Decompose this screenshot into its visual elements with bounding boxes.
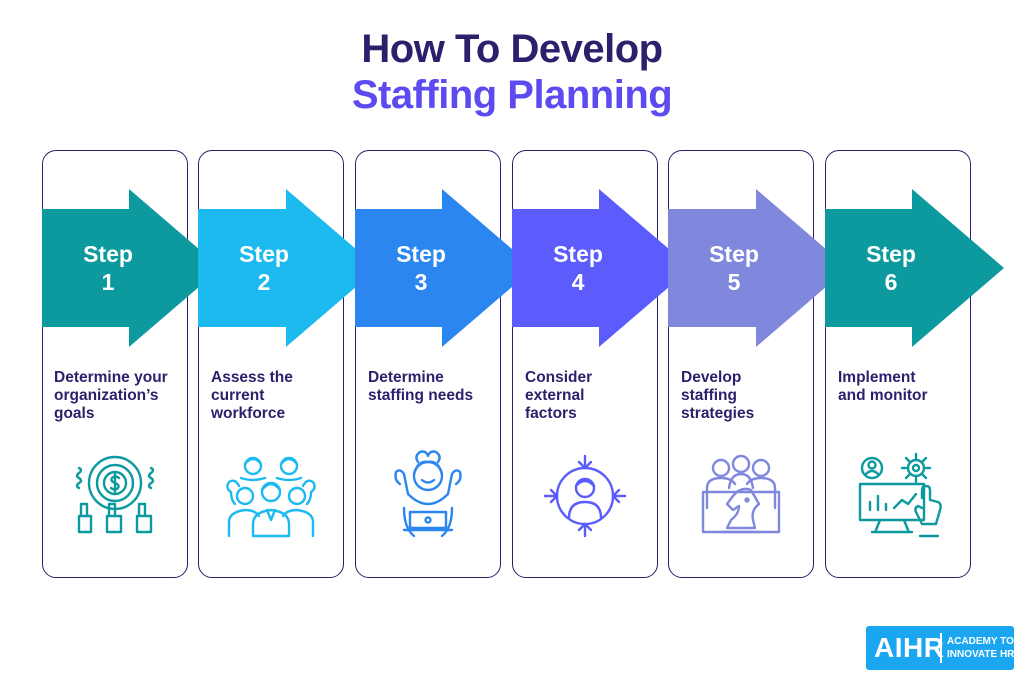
step-arrow-5 [668,189,848,347]
workforce-group-icon [226,456,316,538]
step-word: Step [866,241,916,267]
monitor-dashboard-icon [858,452,942,538]
person-laptop-icon [394,450,462,538]
aihr-logo[interactable]: AIHR ACADEMY TO INNOVATE HR [866,626,1014,670]
step-label-6: Step 6 [831,240,951,296]
step-description-6: Implement and monitor [838,369,928,404]
step-label-3: Step 3 [361,240,481,296]
person-target-arrows-icon [543,454,627,538]
step-number: 2 [257,269,271,295]
step-word: Step [83,241,133,267]
page-title-line2: Staffing Planning [351,73,673,117]
money-target-hands-icon [75,455,155,534]
step-description-1: Determine your organization’s goals [54,369,168,422]
step-label-4: Step 4 [518,240,638,296]
step-number: 4 [571,269,585,295]
team-chess-knight-icon [701,454,781,534]
step-word: Step [553,241,603,267]
logo-tagline: ACADEMY TO INNOVATE HR [947,636,1015,660]
logo-divider [940,633,942,663]
step-number: 5 [727,269,741,295]
step-arrow-4 [512,189,691,347]
page-title-line1: How To Develop [361,27,663,71]
step-arrow-1 [42,189,221,347]
step-number: 1 [101,269,115,295]
step-description-4: Consider external factors [525,369,593,422]
step-number: 6 [884,269,898,295]
step-word: Step [239,241,289,267]
step-word: Step [709,241,759,267]
step-number: 3 [414,269,428,295]
step-description-2: Assess the current workforce [211,369,293,422]
step-arrow-2 [198,189,378,347]
step-label-5: Step 5 [674,240,794,296]
step-description-5: Develop staffing strategies [681,369,755,422]
step-word: Step [396,241,446,267]
step-arrow-3 [355,189,534,347]
step-label-2: Step 2 [204,240,324,296]
step-description-3: Determine staffing needs [368,369,474,404]
step-arrow-6 [825,189,1004,347]
logo-main-text: AIHR [874,632,945,663]
step-label-1: Step 1 [48,240,168,296]
